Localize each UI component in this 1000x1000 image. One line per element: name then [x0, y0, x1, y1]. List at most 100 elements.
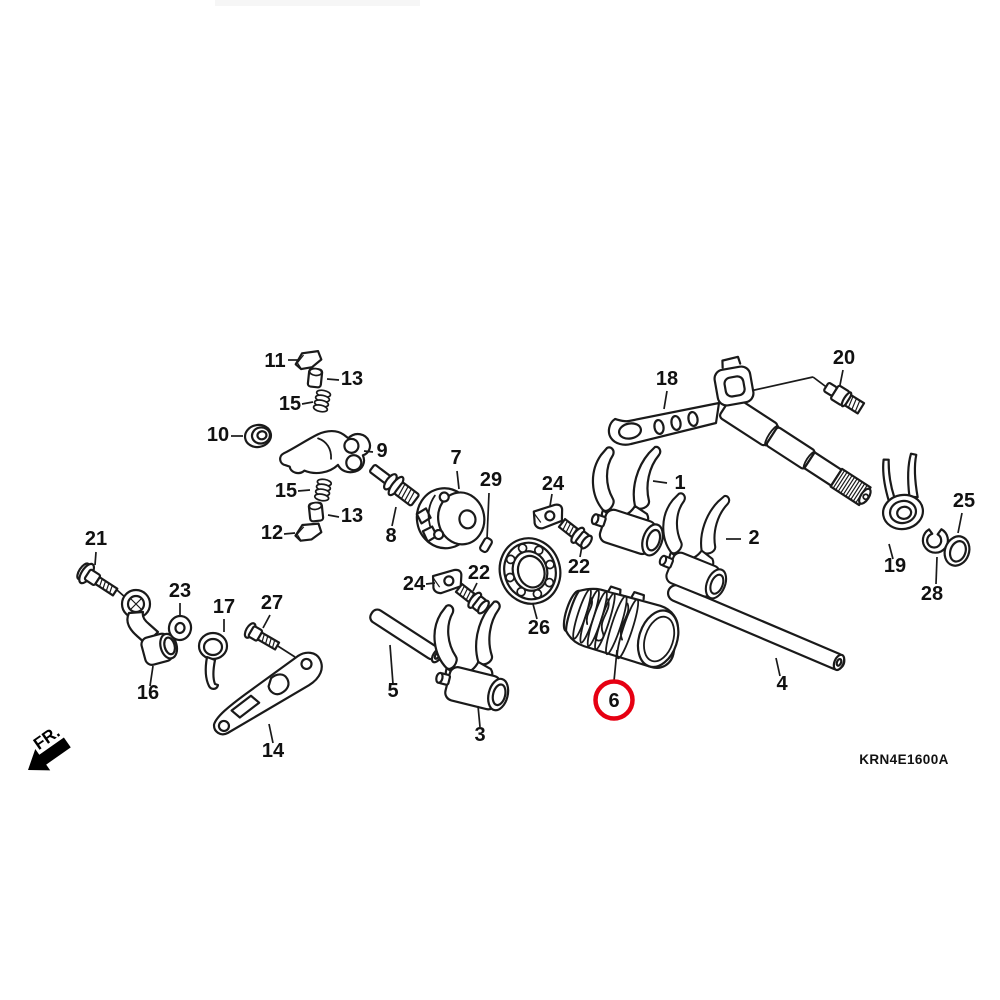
part-callout-5: 5: [387, 680, 398, 702]
part-15-spring: [313, 478, 333, 502]
callout-leader-line: [301, 401, 314, 405]
part-callout-16: 16: [137, 682, 159, 704]
part-20-bolt: [823, 381, 866, 415]
part-callout-6: 6: [608, 690, 619, 712]
part-callout-3: 3: [474, 724, 485, 746]
part-9-stopper-arm: [279, 429, 372, 475]
callout-leader-line: [839, 369, 844, 386]
part-16-gearshift-arm: [120, 588, 179, 666]
part-24-guide-plate: [532, 503, 564, 530]
callout-leader-line: [363, 450, 374, 453]
callout-leader-line: [888, 543, 894, 560]
part-18-gearshift-spindle: [607, 355, 872, 507]
parts-layer: FR. KRN4E1600A: [28, 349, 971, 771]
part-callout-8: 8: [385, 525, 396, 547]
part-callout-2: 2: [748, 527, 759, 549]
part-callout-4: 4: [776, 673, 788, 695]
part-12-dowel: [294, 522, 323, 542]
part-callout-24: 24: [542, 473, 565, 495]
callout-leader-line: [389, 644, 394, 685]
part-callout-1: 1: [674, 472, 685, 494]
callout-leader-line: [613, 649, 618, 682]
part-22-bolt: [454, 582, 490, 615]
part-callout-29: 29: [480, 469, 502, 491]
callout-leader-line: [456, 470, 460, 490]
part-callout-17: 17: [213, 596, 235, 618]
callout-leader-line: [549, 493, 553, 507]
callout-leader-line: [532, 603, 538, 620]
part-21-bolt: [76, 562, 119, 597]
part-10-collar: [243, 423, 273, 449]
part-callout-15: 15: [275, 480, 297, 502]
scan-artifact-strip: [215, 0, 420, 6]
part-25-washer: [943, 535, 971, 567]
part-callout-23: 23: [169, 580, 191, 602]
part-callout-18: 18: [656, 368, 678, 390]
callout-leader-line: [391, 506, 397, 527]
part-7-drum-center: [415, 487, 486, 550]
part-callout-11: 11: [264, 350, 285, 372]
part-callout-21: 21: [85, 528, 107, 550]
part-callout-27: 27: [261, 592, 283, 614]
part-callout-12: 12: [261, 522, 283, 544]
part-28-snap-ring: [921, 528, 949, 554]
callout-leader-line: [297, 489, 311, 492]
callout-leader-line: [327, 514, 340, 518]
callout-leader-line: [283, 532, 296, 535]
part-callout-20: 20: [833, 347, 855, 369]
part-callout-22: 22: [468, 562, 490, 584]
callout-leader-line: [262, 614, 271, 629]
part-callout-15: 15: [279, 393, 301, 415]
callout-leader-line: [957, 512, 963, 534]
part-19-torsion-spring: [881, 452, 925, 531]
callout-leader-line: [775, 657, 781, 677]
part-callout-14: 14: [262, 740, 285, 762]
part-5-fork-shaft: [369, 608, 444, 664]
part-callout-19: 19: [884, 555, 906, 577]
part-14-stopper-plate: [212, 651, 323, 736]
part-callout-13: 13: [341, 368, 363, 390]
part-callout-13: 13: [341, 505, 363, 527]
callout-leader-line: [149, 665, 154, 687]
part-6-gearshift-drum: [562, 585, 680, 669]
part-callout-22: 22: [568, 556, 590, 578]
part-13-pin: [307, 501, 325, 523]
part-29-pin: [479, 536, 493, 554]
part-27-bolt: [243, 622, 281, 651]
part-1-shift-fork: [585, 445, 668, 561]
callout-leader-line: [472, 582, 478, 592]
part-26-bearing: [498, 537, 562, 605]
part-11-dowel: [294, 349, 323, 371]
callout-leader-line: [477, 705, 481, 728]
callout-leader-line: [579, 545, 583, 558]
callout-leader-line: [663, 390, 668, 410]
callout-leader-line: [94, 551, 97, 566]
diagram-code: KRN4E1600A: [859, 752, 949, 767]
part-17-return-spring: [197, 631, 229, 690]
callout-leader-line: [935, 556, 938, 585]
callout-leader-line: [268, 723, 274, 744]
callout-leader-line: [425, 582, 436, 585]
callout-leader-line: [326, 378, 340, 381]
highlight-circle: [593, 679, 635, 721]
part-callout-10: 10: [207, 424, 229, 446]
part-callout-24: 24: [403, 573, 426, 595]
part-15-spring: [312, 389, 332, 413]
assembly-line: [749, 376, 814, 392]
part-13-pin: [306, 367, 324, 389]
part-callout-25: 25: [953, 490, 975, 512]
part-8-bolt: [369, 464, 420, 507]
part-3-shift-fork: [424, 599, 515, 720]
part-23-washer: [167, 614, 193, 642]
part-2-shift-fork: [650, 490, 737, 604]
part-22-bolt: [557, 517, 593, 550]
part-callout-9: 9: [376, 440, 387, 462]
part-callout-28: 28: [921, 583, 943, 605]
part-4-fork-shaft: [666, 584, 846, 672]
part-callout-26: 26: [528, 617, 550, 639]
part-callout-7: 7: [450, 447, 461, 469]
fr-direction-arrow: FR.: [28, 722, 71, 771]
